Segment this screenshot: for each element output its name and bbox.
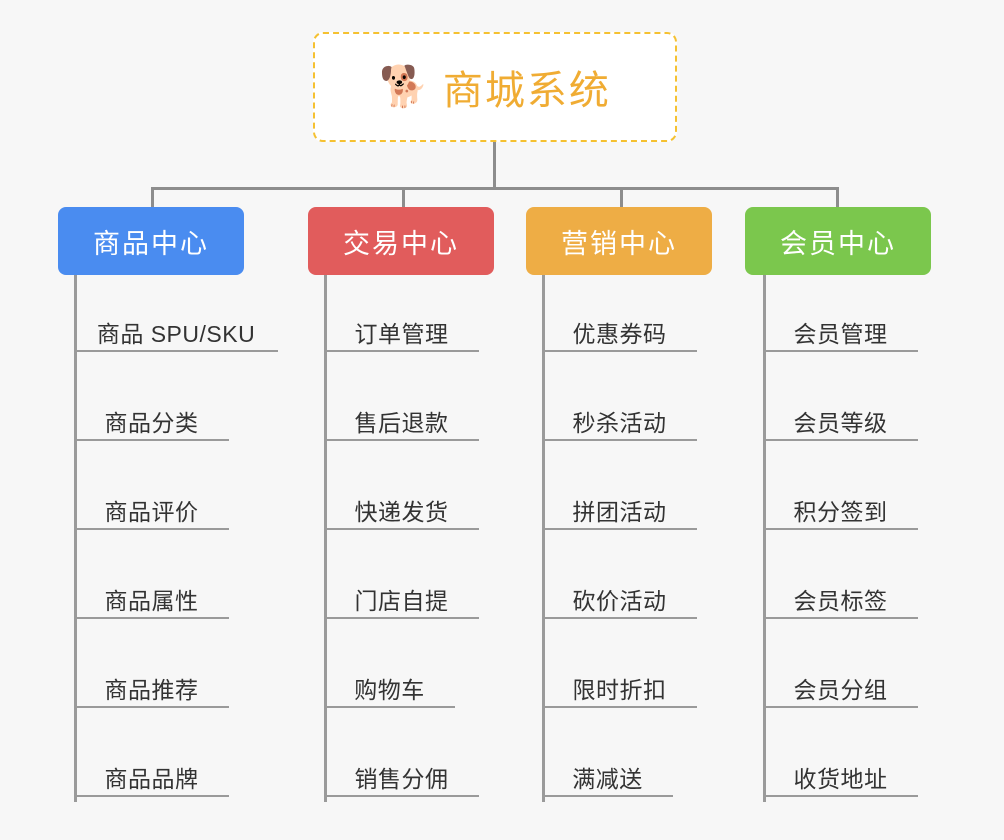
leaf-label: 商品评价 [104,498,199,525]
leaf-label: 砍价活动 [572,587,667,614]
leaf-label: 积分签到 [793,498,888,525]
leaf-item[interactable]: 购物车 [324,662,455,708]
leaf-item[interactable]: 销售分佣 [324,751,479,797]
branch-trunk-4 [763,275,766,802]
leaf-label: 商品分类 [104,409,199,436]
leaf-label: 购物车 [354,676,425,703]
leaf-item[interactable]: 会员管理 [763,306,918,352]
leaf-label: 商品品牌 [104,765,199,792]
leaf-label: 拼团活动 [572,498,667,525]
leaf-label: 会员标签 [793,587,888,614]
leaf-item[interactable]: 商品分类 [74,395,229,441]
leaf-item[interactable]: 商品评价 [74,484,229,530]
root-title: 商城系统 [442,69,611,113]
leaf-item[interactable]: 收货地址 [763,751,918,797]
leaf-item[interactable]: 拼团活动 [542,484,697,530]
leaf-item[interactable]: 商品品牌 [74,751,229,797]
leaf-item[interactable]: 满减送 [542,751,673,797]
branch-trunk-2 [324,275,327,802]
shiba-dog-face-icon: 🐕 [379,65,429,109]
leaf-item[interactable]: 秒杀活动 [542,395,697,441]
branch-trunk-1 [74,275,77,802]
leaf-label: 收货地址 [793,765,888,792]
leaf-label: 满减送 [572,765,643,792]
branch-header-会员中心[interactable]: 会员中心 [745,207,931,275]
leaf-item[interactable]: 商品 SPU/SKU [74,306,278,352]
branch-header-label: 商品中心 [93,228,209,259]
branch-header-label: 交易中心 [343,228,459,259]
leaf-item[interactable]: 优惠券码 [542,306,697,352]
branch-header-交易中心[interactable]: 交易中心 [308,207,494,275]
leaf-item[interactable]: 会员等级 [763,395,918,441]
connector-drop-2 [402,187,405,209]
leaf-label: 商品推荐 [104,676,199,703]
connector-root-stem [493,142,496,190]
leaf-item[interactable]: 砍价活动 [542,573,697,619]
leaf-item[interactable]: 门店自提 [324,573,479,619]
leaf-item[interactable]: 会员标签 [763,573,918,619]
leaf-label: 销售分佣 [354,765,449,792]
leaf-item[interactable]: 商品推荐 [74,662,229,708]
branch-header-营销中心[interactable]: 营销中心 [526,207,712,275]
leaf-label: 会员管理 [793,320,888,347]
connector-drop-4 [836,187,839,209]
leaf-label: 门店自提 [354,587,449,614]
leaf-item[interactable]: 快递发货 [324,484,479,530]
leaf-item[interactable]: 限时折扣 [542,662,697,708]
branch-header-label: 营销中心 [561,228,677,259]
connector-drop-3 [620,187,623,209]
leaf-label: 订单管理 [354,320,449,347]
root-node-商城系统[interactable]: 🐕 商城系统 [313,32,677,142]
leaf-item[interactable]: 会员分组 [763,662,918,708]
leaf-item[interactable]: 积分签到 [763,484,918,530]
branch-trunk-3 [542,275,545,802]
leaf-label: 会员分组 [793,676,888,703]
leaf-label: 商品 SPU/SKU [96,320,256,347]
leaf-item[interactable]: 订单管理 [324,306,479,352]
leaf-label: 售后退款 [354,409,449,436]
leaf-label: 商品属性 [104,587,199,614]
connector-horizontal-bus [152,187,838,190]
branch-header-商品中心[interactable]: 商品中心 [58,207,244,275]
leaf-label: 限时折扣 [572,676,667,703]
leaf-item[interactable]: 售后退款 [324,395,479,441]
leaf-item[interactable]: 商品属性 [74,573,229,619]
leaf-label: 快递发货 [354,498,449,525]
branch-header-label: 会员中心 [780,228,896,259]
leaf-label: 会员等级 [793,409,888,436]
leaf-label: 秒杀活动 [572,409,667,436]
leaf-label: 优惠券码 [572,320,667,347]
connector-drop-1 [151,187,154,209]
